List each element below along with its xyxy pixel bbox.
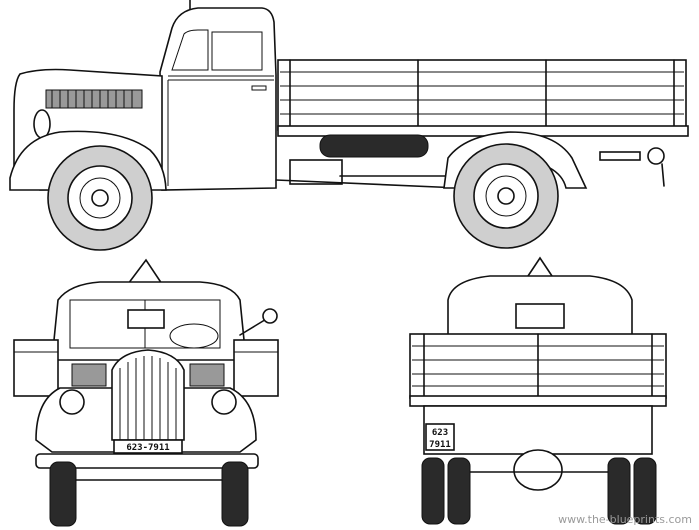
side-spare-tire xyxy=(319,134,429,158)
side-view xyxy=(9,0,689,251)
front-steering-wheel xyxy=(169,323,219,349)
rear-differential xyxy=(513,449,563,491)
front-tire-left xyxy=(49,461,77,527)
rear-tire-left-inner xyxy=(447,457,471,525)
rear-tire-right-outer xyxy=(633,457,657,525)
side-front-wheel xyxy=(47,145,153,251)
side-cab xyxy=(159,7,277,191)
rear-plate-line2: 7911 xyxy=(429,440,451,450)
side-rear-wheel xyxy=(453,143,559,249)
side-battery-box xyxy=(289,159,343,185)
rear-bed-rail xyxy=(409,395,667,407)
front-bed-left xyxy=(13,339,59,397)
side-window-front xyxy=(171,29,209,71)
front-view: 623-7911 xyxy=(13,258,279,527)
front-sun-visor xyxy=(127,309,165,329)
front-headlight-left xyxy=(59,389,85,415)
front-grille xyxy=(111,349,185,441)
side-window-rear xyxy=(211,31,263,71)
rear-view: 623 7911 xyxy=(409,256,667,525)
watermark: www.the-blueprints.com xyxy=(558,513,692,526)
rear-tire-left-outer xyxy=(421,457,445,525)
front-mirror xyxy=(262,308,278,324)
side-rear-step xyxy=(599,151,641,161)
front-tire-right xyxy=(221,461,249,527)
door-handle xyxy=(251,85,267,91)
front-headlight-right xyxy=(211,389,237,415)
rear-license-plate xyxy=(425,423,455,451)
rear-chassis xyxy=(423,405,653,455)
front-roof-marker xyxy=(126,258,164,285)
rear-cab-window xyxy=(515,303,565,329)
front-vent-left xyxy=(71,363,107,387)
front-bed-right xyxy=(233,339,279,397)
rear-tire-right-inner xyxy=(607,457,631,525)
front-vent-right xyxy=(189,363,225,387)
rear-plate-line1: 623 xyxy=(432,428,448,438)
grille-bars xyxy=(119,356,177,440)
front-license-plate xyxy=(113,439,183,454)
side-cargo-bed xyxy=(277,59,687,131)
front-plate-text: 623-7911 xyxy=(126,443,169,453)
side-tow-hitch xyxy=(647,147,665,165)
front-bumper xyxy=(35,453,259,469)
hood-louvers xyxy=(45,89,143,109)
side-headlight xyxy=(33,109,51,139)
